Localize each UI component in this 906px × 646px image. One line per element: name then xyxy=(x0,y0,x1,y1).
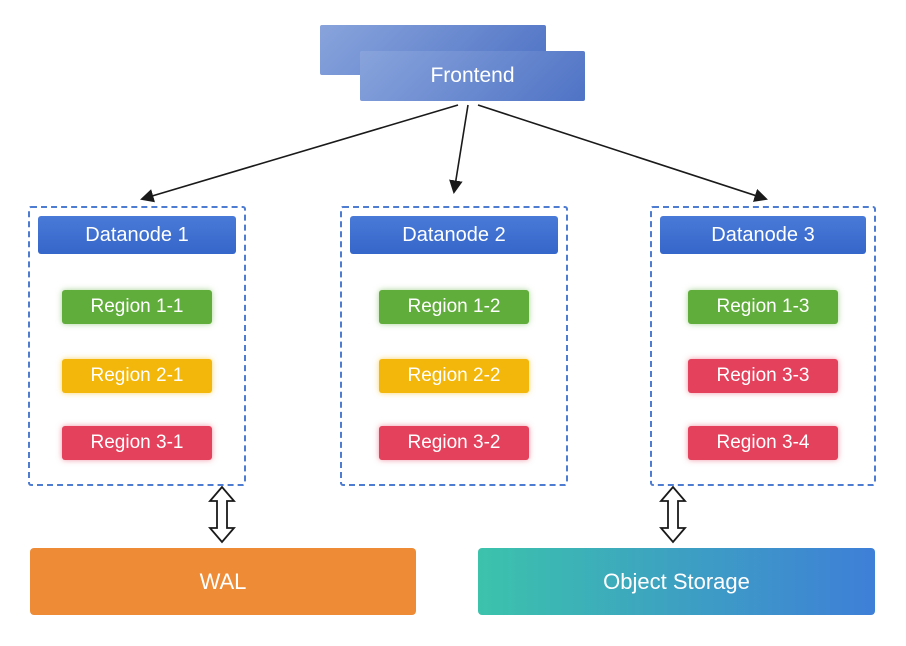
wal-box: WAL xyxy=(30,548,416,615)
object-storage-label: Object Storage xyxy=(603,568,750,594)
double-arrow-datanode1-wal xyxy=(208,485,236,544)
region-1-2: Region 1-2 xyxy=(379,290,529,324)
datanode-3-container: Datanode 3 Region 1-3 Region 3-3 Region … xyxy=(650,206,876,486)
arrow-frontend-to-datanode3 xyxy=(477,104,768,202)
datanode-1-container: Datanode 1 Region 1-1 Region 2-1 Region … xyxy=(28,206,246,486)
region-3-3: Region 3-3 xyxy=(688,359,838,393)
region-3-1: Region 3-1 xyxy=(62,426,212,460)
region-1-3: Region 1-3 xyxy=(688,290,838,324)
datanode-2-header: Datanode 2 xyxy=(350,216,558,254)
datanode-2-label: Datanode 2 xyxy=(402,223,506,246)
object-storage-box: Object Storage xyxy=(478,548,875,615)
datanode-1-header: Datanode 1 xyxy=(38,216,236,254)
frontend-box: Frontend xyxy=(360,51,585,101)
datanode-1-label: Datanode 1 xyxy=(85,223,189,246)
region-2-1: Region 2-1 xyxy=(62,359,212,393)
wal-label: WAL xyxy=(199,568,247,594)
datanode-3-header: Datanode 3 xyxy=(660,216,866,254)
region-2-2: Region 2-2 xyxy=(379,359,529,393)
region-3-4: Region 3-4 xyxy=(688,426,838,460)
double-arrow-datanode3-object-storage xyxy=(659,485,687,544)
datanode-2-container: Datanode 2 Region 1-2 Region 2-2 Region … xyxy=(340,206,568,486)
frontend-label: Frontend xyxy=(430,64,515,87)
arrow-frontend-to-datanode2 xyxy=(449,104,469,195)
region-3-2: Region 3-2 xyxy=(379,426,529,460)
region-1-1: Region 1-1 xyxy=(62,290,212,324)
arrow-frontend-to-datanode1 xyxy=(140,104,459,203)
datanode-3-label: Datanode 3 xyxy=(711,223,815,246)
